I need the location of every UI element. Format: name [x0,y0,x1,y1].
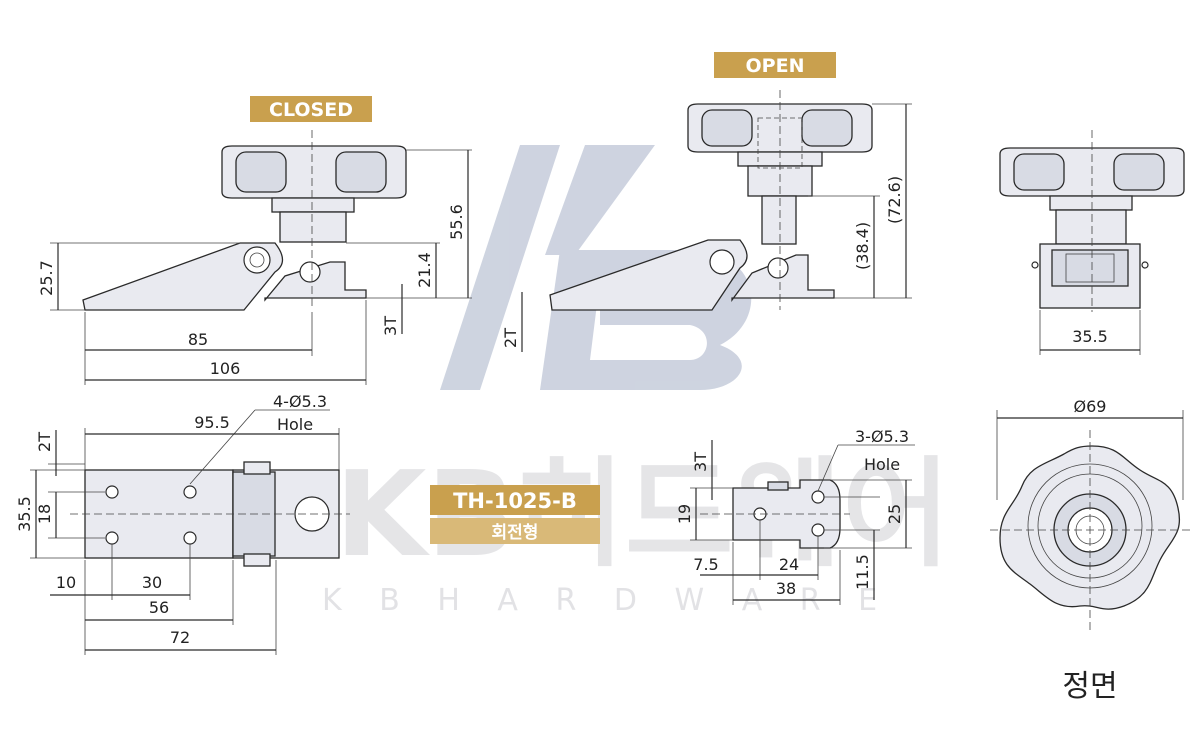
end-view-dimensions: 35.5 [1039,310,1141,355]
top-view [70,461,350,567]
svg-text:106: 106 [210,359,241,378]
svg-text:7.5: 7.5 [693,555,718,574]
front-knob-view [990,430,1190,630]
svg-text:56: 56 [149,598,169,617]
svg-text:25: 25 [885,504,904,524]
svg-text:95.5: 95.5 [194,413,230,432]
svg-text:2T: 2T [35,432,54,452]
svg-text:Hole: Hole [864,455,900,474]
svg-text:85: 85 [188,330,208,349]
svg-text:11.5: 11.5 [853,554,872,590]
svg-text:Hole: Hole [277,415,313,434]
svg-text:72: 72 [170,628,190,647]
end-view [999,130,1185,312]
closed-side-view [82,130,407,311]
svg-text:3-Ø5.3: 3-Ø5.3 [855,427,909,446]
svg-text:OPEN: OPEN [746,55,805,77]
model-tag: TH-1025-B 회전형 [430,485,600,544]
top-view-dimensions: 4-Ø5.3 Hole 95.5 35.5 18 2T 10 30 56 72 [15,392,340,655]
svg-text:10: 10 [56,573,76,592]
svg-text:55.6: 55.6 [447,204,466,240]
svg-text:(38.4): (38.4) [853,222,872,270]
svg-text:4-Ø5.3: 4-Ø5.3 [273,392,327,411]
open-dimensions: (72.6) (38.4) 2T [501,103,912,352]
closed-tag: CLOSED [250,96,372,122]
open-tag: OPEN [714,52,836,78]
svg-text:2T: 2T [501,328,520,348]
svg-text:CLOSED: CLOSED [269,99,353,121]
svg-text:Ø69: Ø69 [1074,397,1107,416]
svg-text:25.7: 25.7 [37,260,56,296]
open-side-view [549,90,873,311]
svg-text:21.4: 21.4 [415,252,434,288]
front-knob-dimensions: Ø69 [996,397,1184,500]
front-view-label: 정면 [1062,669,1117,704]
svg-text:24: 24 [779,555,799,574]
svg-text:(72.6): (72.6) [885,176,904,224]
svg-text:3T: 3T [381,316,400,336]
svg-text:35.5: 35.5 [15,496,34,532]
svg-text:18: 18 [35,504,54,524]
svg-text:30: 30 [142,573,162,592]
svg-text:3T: 3T [691,452,710,472]
svg-text:19: 19 [675,504,694,524]
closed-dimensions: 25.7 85 106 55.6 21.4 3T [37,149,472,385]
svg-text:TH-1025-B: TH-1025-B [453,489,577,513]
svg-text:35.5: 35.5 [1072,327,1108,346]
svg-text:회전형: 회전형 [492,522,539,543]
bracket-dimensions: 3-Ø5.3 Hole 3T 19 25 11.5 7.5 24 38 [675,427,915,605]
svg-text:38: 38 [776,579,796,598]
